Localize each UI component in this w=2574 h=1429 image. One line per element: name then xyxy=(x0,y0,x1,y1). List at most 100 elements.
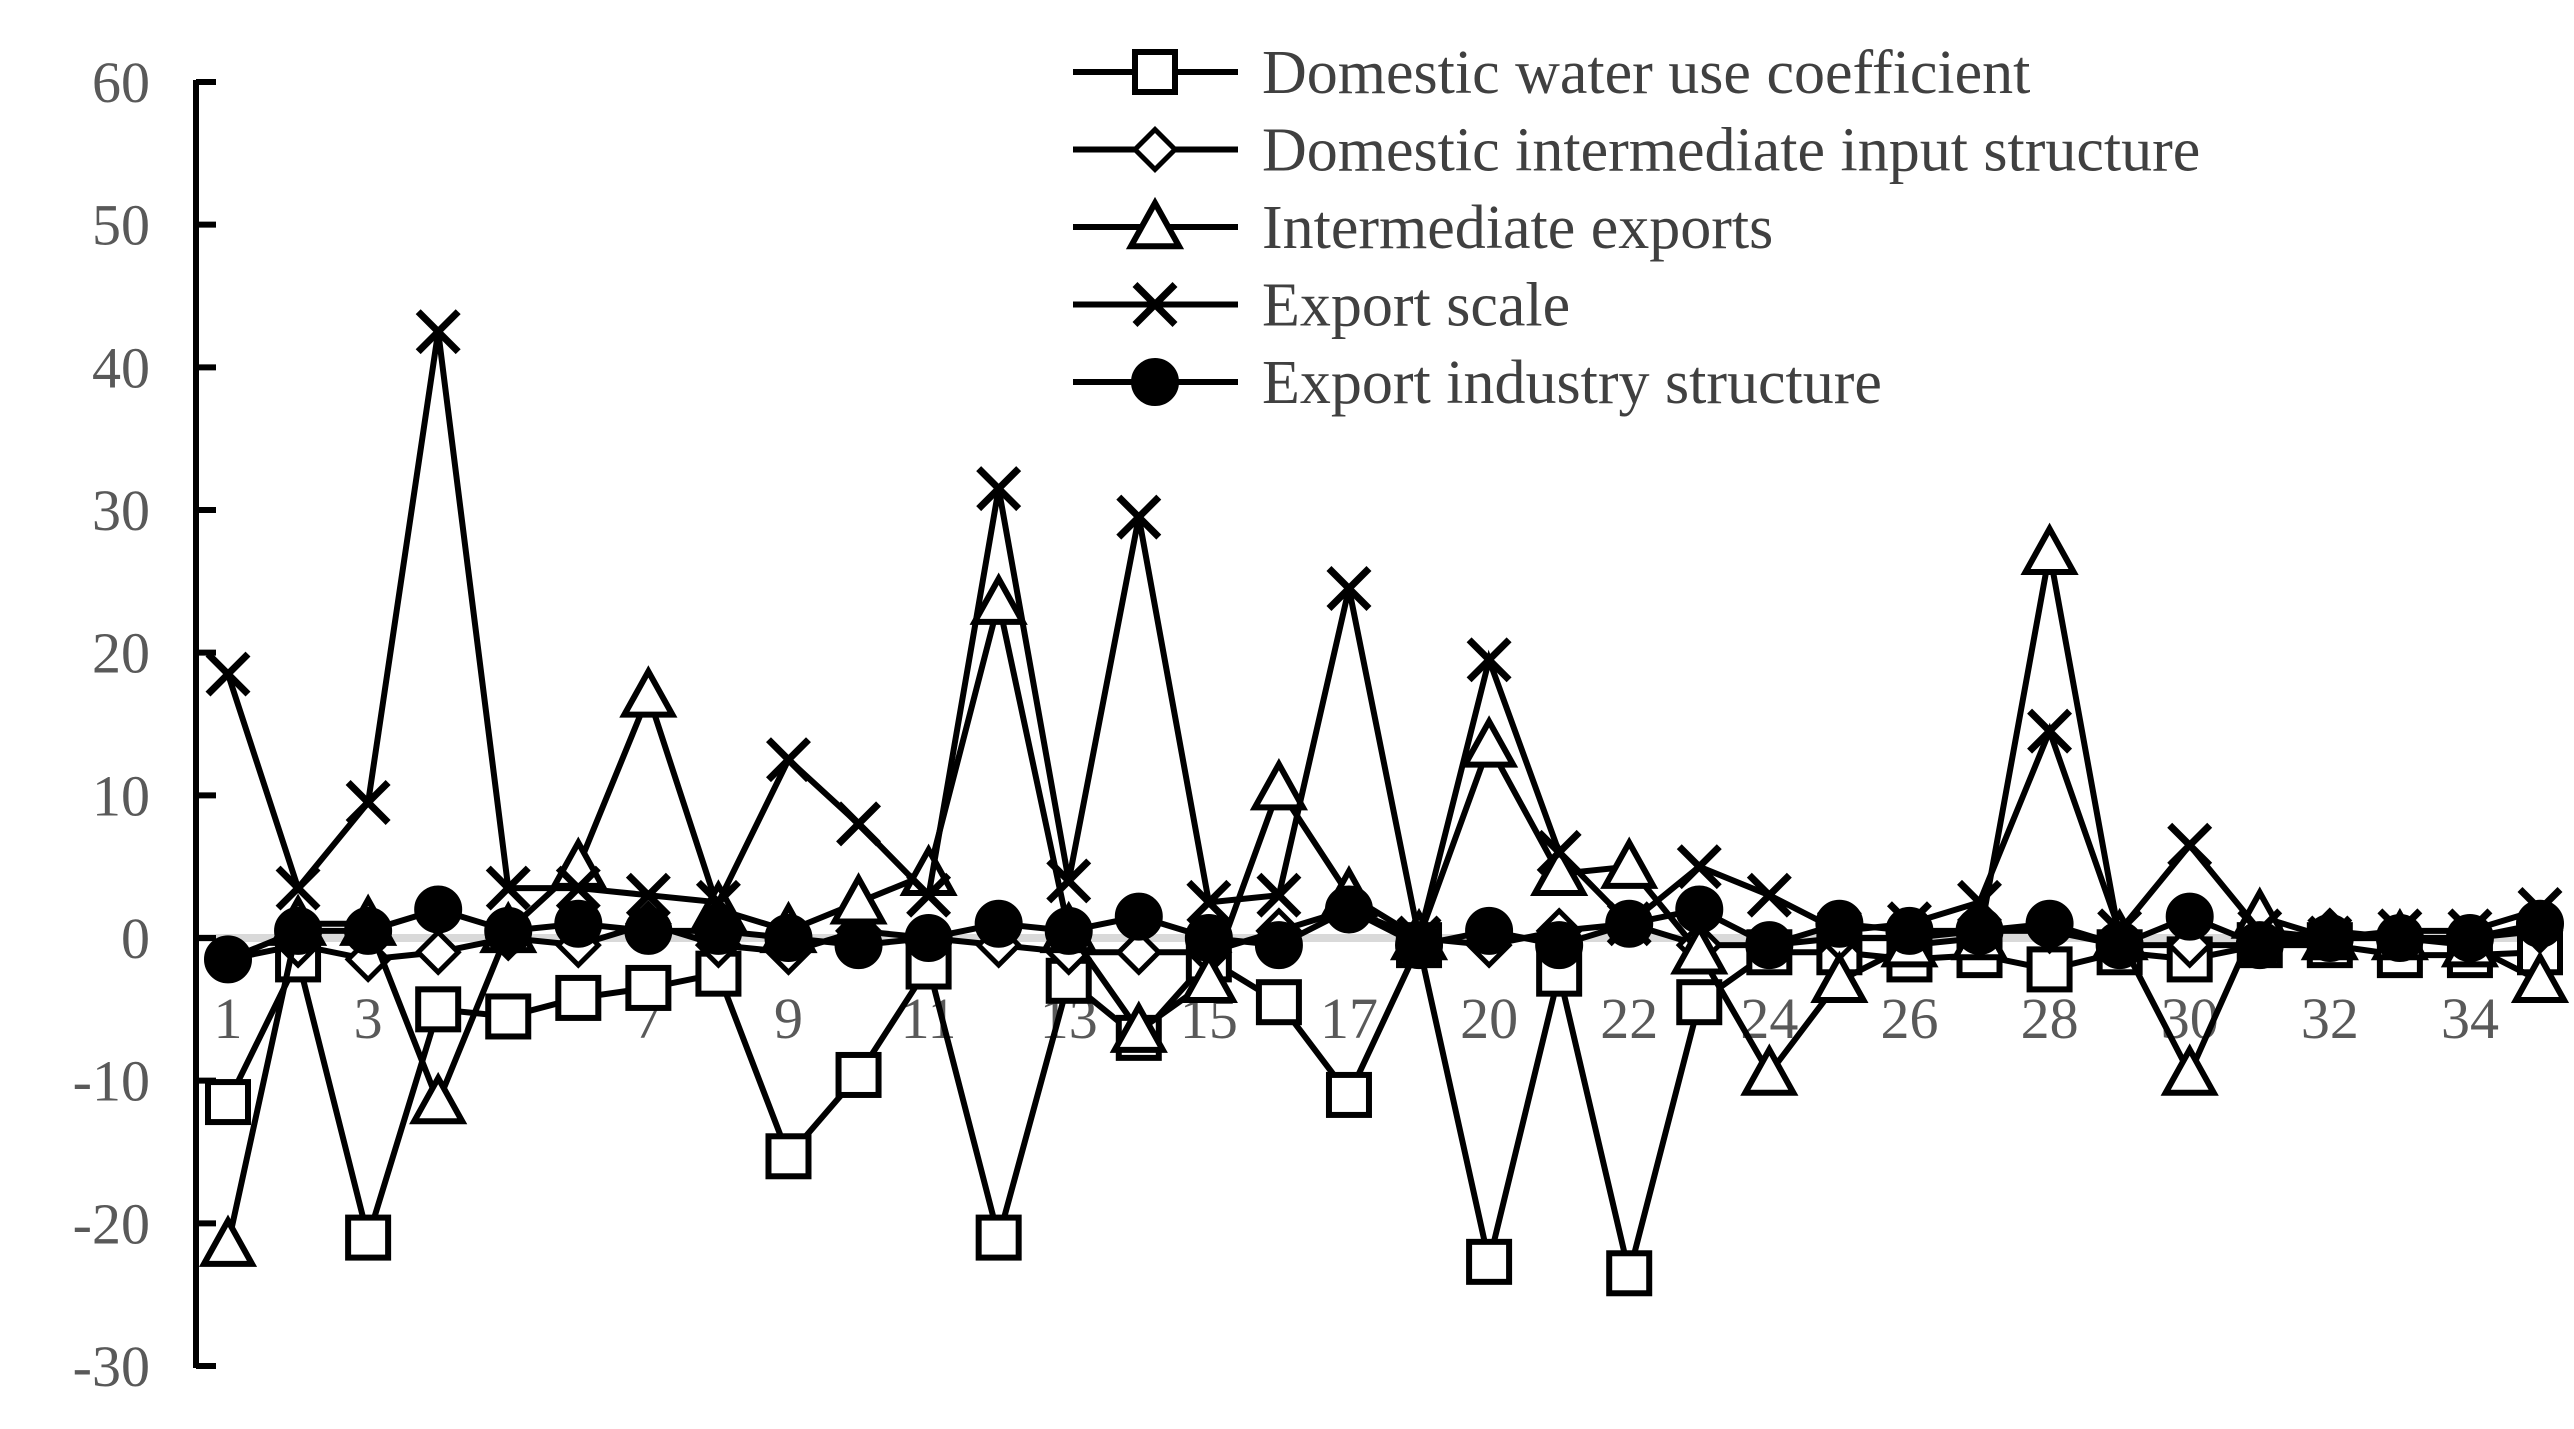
data-point xyxy=(1536,829,1582,875)
data-point xyxy=(1046,858,1092,904)
data-point xyxy=(1535,921,1584,970)
data-point xyxy=(2160,1043,2219,1096)
data-point xyxy=(1115,928,1163,976)
x-tick-label: 9 xyxy=(774,986,803,1051)
data-point xyxy=(1810,950,1869,1003)
series-line xyxy=(226,906,2541,963)
legend-marker xyxy=(1132,282,1178,327)
y-tick-label: 20 xyxy=(92,621,150,686)
data-point xyxy=(1254,921,1303,970)
data-point xyxy=(198,1214,258,1267)
series-line xyxy=(227,906,2541,963)
legend-marker xyxy=(1132,49,1178,95)
data-point xyxy=(555,974,602,1021)
legend-marker xyxy=(1131,125,1179,174)
data-point xyxy=(904,914,953,962)
data-point xyxy=(414,928,462,976)
data-point xyxy=(1605,899,1654,948)
data-point xyxy=(2167,822,2213,868)
data-point xyxy=(969,572,1028,625)
data-point xyxy=(415,986,462,1033)
data-point xyxy=(1249,758,1309,811)
data-point xyxy=(1179,950,1238,1003)
data-point xyxy=(485,993,532,1040)
series-layer xyxy=(198,309,2570,1297)
data-point xyxy=(2020,522,2079,575)
data-point xyxy=(1670,922,1729,975)
data-point xyxy=(1116,494,1162,540)
legend-item: Domestic water use coefficient xyxy=(1073,39,2030,107)
data-point xyxy=(976,466,1022,512)
data-point xyxy=(1600,836,1659,889)
data-point xyxy=(1255,979,1302,1026)
data-point xyxy=(975,1214,1022,1261)
x-tick-label: 34 xyxy=(2441,986,2499,1051)
data-point xyxy=(1044,906,1093,955)
data-point xyxy=(1675,885,1724,934)
data-point xyxy=(1395,921,1444,970)
data-point xyxy=(205,1079,251,1126)
x-tick-label: 20 xyxy=(1460,986,1518,1051)
data-point xyxy=(415,309,461,355)
data-point xyxy=(766,737,811,783)
data-point xyxy=(2516,899,2564,948)
data-point xyxy=(1746,872,1792,918)
data-point xyxy=(974,899,1023,948)
data-point xyxy=(906,872,952,918)
data-point xyxy=(345,779,391,825)
data-point xyxy=(1466,1238,1513,1285)
series-line xyxy=(225,552,2542,1246)
data-point xyxy=(1465,906,1514,955)
data-point xyxy=(555,865,601,911)
x-tick-label: 17 xyxy=(1320,986,1378,1051)
data-point xyxy=(765,1133,812,1180)
y-tick-label: 60 xyxy=(92,50,150,115)
data-point xyxy=(1955,906,2004,955)
data-point xyxy=(694,906,743,955)
data-point xyxy=(625,872,671,918)
data-point xyxy=(836,801,882,847)
x-tick-label: 1 xyxy=(214,986,243,1051)
y-tick-label: 0 xyxy=(121,906,150,971)
x-tick-label: 26 xyxy=(1880,986,1938,1051)
legend-item: Intermediate exports xyxy=(1073,194,1773,262)
legend-marker xyxy=(1131,358,1179,406)
data-point xyxy=(2026,946,2073,993)
legend-label: Domestic water use coefficient xyxy=(1262,39,2030,107)
legend-label: Export scale xyxy=(1262,272,1570,340)
series-square xyxy=(205,922,2563,1297)
data-point xyxy=(2375,914,2424,962)
series-line xyxy=(225,935,2541,1275)
data-point xyxy=(1114,892,1163,941)
data-point xyxy=(624,906,673,955)
y-tick-label: 50 xyxy=(92,193,150,258)
legend-marker xyxy=(1125,196,1185,250)
data-point xyxy=(414,885,463,934)
data-point xyxy=(1184,914,1233,962)
data-point xyxy=(1466,637,1512,683)
data-point xyxy=(1256,872,1302,918)
data-point xyxy=(1326,565,1372,611)
data-point xyxy=(275,865,321,911)
data-point xyxy=(625,964,672,1011)
data-point xyxy=(2027,708,2073,754)
legend-label: Domestic intermediate input structure xyxy=(1262,117,2200,185)
data-point xyxy=(1676,844,1722,890)
data-point xyxy=(2165,892,2214,941)
data-point xyxy=(2235,921,2284,970)
legend-item: Export scale xyxy=(1073,272,1570,340)
series-triangle xyxy=(198,522,2570,1267)
y-tick-label: 10 xyxy=(92,763,150,828)
legend-item: Export industry structure xyxy=(1073,349,1882,417)
data-point xyxy=(2445,914,2494,962)
y-tick-label: -30 xyxy=(73,1334,150,1399)
x-tick-label: 3 xyxy=(354,986,383,1051)
legend-item: Domestic intermediate input structure xyxy=(1073,117,2200,185)
data-point xyxy=(554,899,603,948)
data-point xyxy=(1109,1000,1168,1053)
x-tick-label: 22 xyxy=(1600,986,1658,1051)
data-point xyxy=(1530,843,1589,896)
x-tick-label: 30 xyxy=(2161,986,2219,1051)
